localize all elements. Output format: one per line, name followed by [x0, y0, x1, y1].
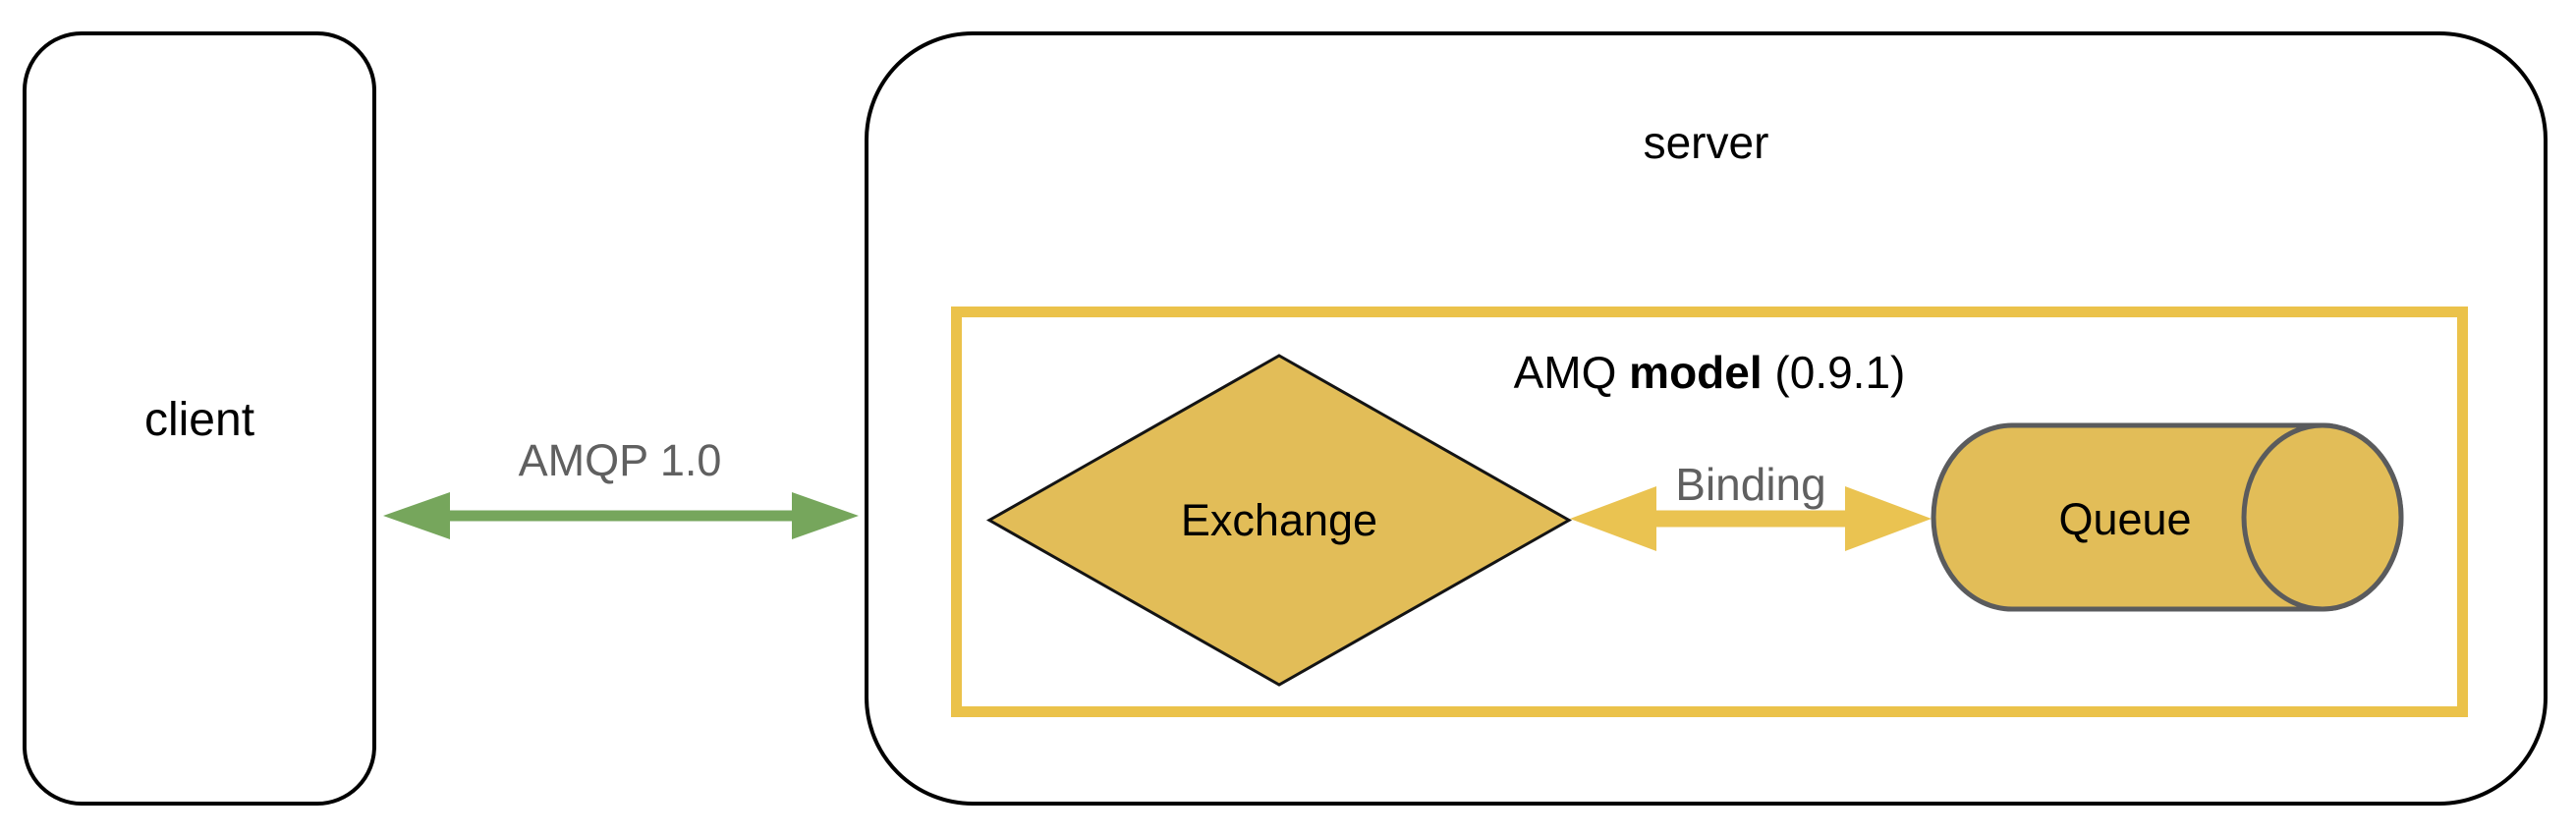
amq-model-title-suffix: (0.9.1) [1762, 347, 1906, 398]
exchange-diamond-icon [985, 354, 1573, 687]
queue-label: Queue [2058, 493, 2192, 544]
amqp-double-arrow-icon [383, 492, 859, 539]
server-label: server [1643, 117, 1769, 168]
amq-model-box [951, 307, 2468, 717]
client-label: client [143, 394, 255, 446]
queue-label-wrap: Queue [1929, 420, 2322, 617]
client-box [23, 31, 376, 806]
binding-double-arrow-shape [1570, 486, 1932, 551]
amq-model-title: AMQ model (0.9.1) [951, 346, 2468, 400]
binding-double-arrow-icon [1570, 486, 1932, 551]
exchange-label: Exchange [1180, 495, 1378, 545]
amqp-connection-label: AMQP 1.0 [518, 435, 722, 485]
exchange-diamond-shape [985, 354, 1573, 687]
binding-label: Binding [1675, 459, 1826, 510]
amq-model-title-prefix: AMQ [1513, 347, 1630, 398]
queue-cylinder-icon [1931, 422, 2404, 612]
exchange-label-wrap: Exchange [984, 351, 1574, 690]
queue-cylinder-end-cap [2241, 422, 2404, 612]
amqp-double-arrow-shape [383, 492, 859, 539]
server-box [865, 31, 2548, 806]
amq-model-title-bold: model [1629, 347, 1763, 398]
